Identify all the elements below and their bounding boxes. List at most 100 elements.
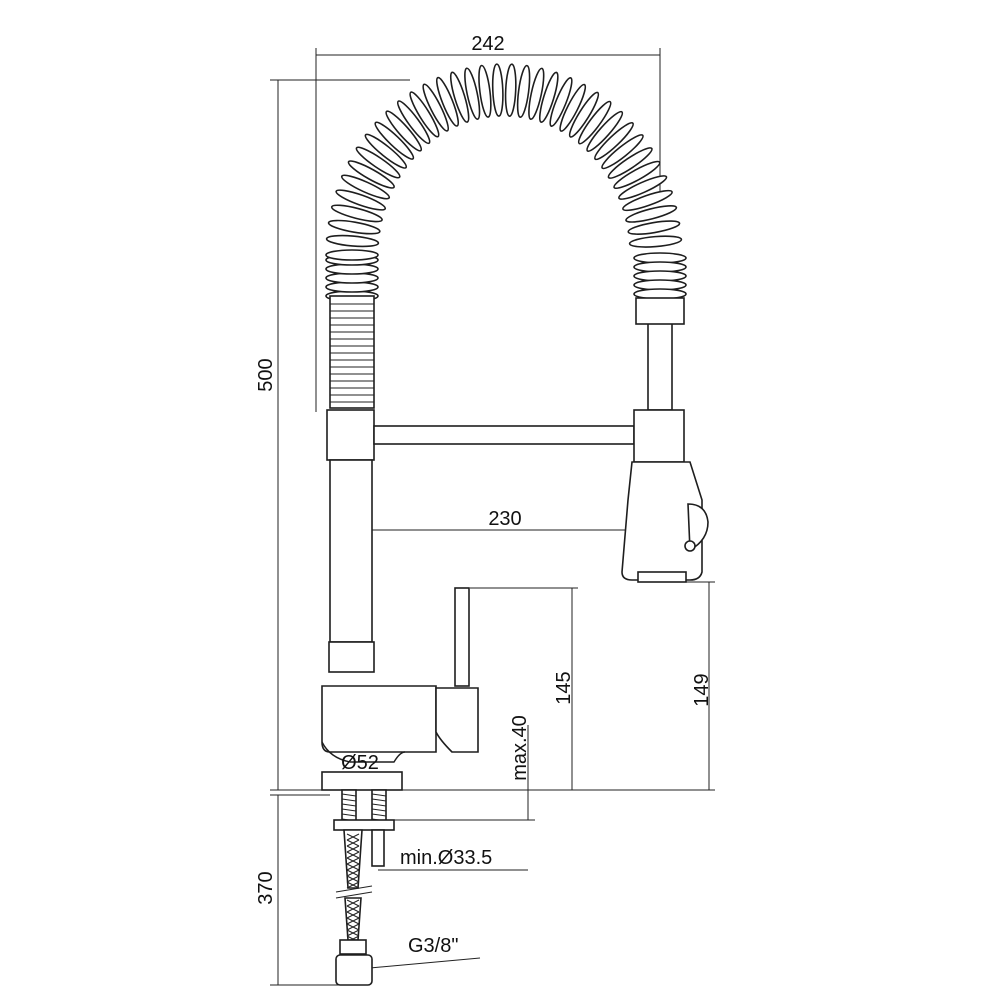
spring-coil-turn <box>327 219 381 235</box>
shank-thread <box>341 798 357 802</box>
spring-coil-turn <box>347 160 395 189</box>
spring-coil-turn <box>422 83 450 132</box>
braid-strand <box>346 833 360 841</box>
dimension-lines <box>270 48 715 986</box>
spring-coil-turn <box>385 110 423 152</box>
base-diameter-label: Ø52 <box>341 752 379 774</box>
spring-coil-turn <box>516 64 531 118</box>
hose-ribs <box>330 303 374 403</box>
fixing-stud <box>371 829 385 867</box>
spray-height-dimension-label: 149 <box>691 673 713 706</box>
g38-connector-nut <box>335 954 373 986</box>
spray-holder-arm <box>373 425 635 445</box>
fixing-plate <box>333 819 395 831</box>
spring-coil-turn <box>435 76 460 127</box>
spring-coil-turn <box>409 91 440 138</box>
spring-coil <box>325 63 687 302</box>
spring-coil-turn <box>335 189 387 211</box>
spring-coil-turn <box>325 234 380 248</box>
spring-coil-turn <box>396 100 431 145</box>
sprayer-hose <box>647 319 673 411</box>
deck-thickness-label: max.40 <box>509 715 531 781</box>
shank-thread <box>371 803 387 807</box>
shank-thread <box>341 813 357 817</box>
thread-size-label: G3/8" <box>408 935 458 957</box>
braid-strand <box>346 839 360 847</box>
spring-coil-turn <box>559 83 587 132</box>
hose-crimp <box>339 939 367 955</box>
braid-strand <box>346 869 360 877</box>
height-dimension-label: 500 <box>255 358 277 391</box>
spray-mode-button <box>687 503 709 552</box>
spring-coil-turn <box>594 122 634 161</box>
shank-thread <box>341 803 357 807</box>
shank-thread <box>341 808 357 812</box>
spring-coil-turn <box>340 174 391 200</box>
spray-nozzle <box>637 571 687 583</box>
spring-coil-turn <box>538 71 559 123</box>
mixer-body <box>321 685 437 753</box>
spring-coil-turn <box>568 91 600 138</box>
braid-strand <box>346 851 360 859</box>
swivel-collar <box>326 409 375 461</box>
spring-coil-turn <box>618 175 668 200</box>
spring-coil-turn <box>627 220 681 235</box>
spring-coil-turn <box>625 205 678 223</box>
ribbed-hose-segment <box>329 295 375 409</box>
braid-strand <box>346 857 360 865</box>
spray-button-dot <box>684 540 696 552</box>
spring-coil-turn <box>613 160 661 190</box>
braid-strand <box>346 845 360 853</box>
spring-coil-turn <box>549 77 573 127</box>
hole-diameter-label: min.Ø33.5 <box>400 847 492 869</box>
spring-coil-turn <box>449 71 470 123</box>
spring-coil-turn <box>628 235 683 248</box>
under-deck-assembly <box>333 789 395 986</box>
spring-coil-turn <box>622 189 673 212</box>
braid-strand <box>346 905 360 913</box>
hose-length-label: 370 <box>255 871 277 904</box>
base-plate <box>321 771 403 791</box>
spring-coil-turn <box>528 67 545 121</box>
spring-coil-turn <box>586 110 624 152</box>
shank-thread <box>371 813 387 817</box>
faucet-body <box>321 295 709 791</box>
handle-height-dimension-label: 145 <box>553 671 575 704</box>
spring-coil-turn <box>601 134 644 170</box>
handle-lever <box>454 587 470 687</box>
spring-coil-turn <box>491 63 504 117</box>
braid-strand <box>346 929 360 937</box>
braid-strand <box>346 875 360 883</box>
braided-hose-lower <box>344 897 362 941</box>
spring-coil-turn <box>364 133 408 169</box>
braid-strand <box>346 911 360 919</box>
braid-strand <box>346 863 360 871</box>
main-column <box>329 459 373 643</box>
spring-coil-turn <box>325 249 379 261</box>
cartridge-housing <box>435 687 479 753</box>
shank-thread <box>341 793 357 797</box>
shank-thread <box>371 798 387 802</box>
sprayer-holder <box>633 409 685 463</box>
braid-strand <box>346 881 360 889</box>
body-curve <box>321 741 406 763</box>
width-dimension-label: 242 <box>471 33 504 55</box>
spring-coil-turn <box>607 147 653 179</box>
spring-coil-turn <box>504 63 517 117</box>
braid-strand <box>346 923 360 931</box>
column-ring <box>328 641 375 673</box>
braid-strand <box>346 899 360 907</box>
spray-head <box>621 461 703 581</box>
reach-dimension-label: 230 <box>488 508 521 530</box>
dimension-labels: 242 500 230 145 149 max.40 Ø52 min.Ø33.5… <box>255 33 713 957</box>
braid-strand <box>346 917 360 925</box>
spring-coil-turn <box>374 121 415 160</box>
spring-coil-turn <box>355 146 401 179</box>
spring-coil-turn <box>330 204 383 223</box>
spring-coil-turn <box>464 67 481 120</box>
spring-coil-turn <box>478 64 492 118</box>
spring-end-cap <box>635 297 685 325</box>
shank-thread <box>371 808 387 812</box>
spring-coil-turn <box>577 100 612 145</box>
